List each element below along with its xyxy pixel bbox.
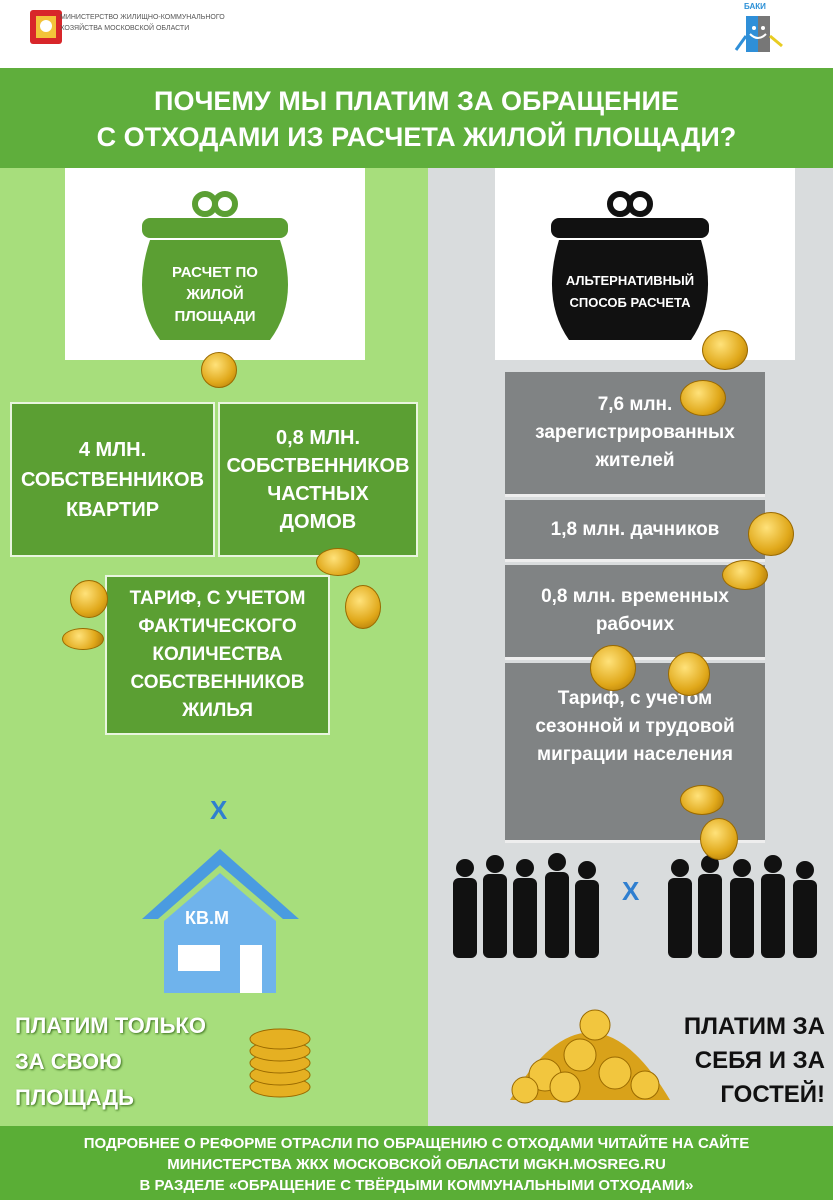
left-conclusion: ПЛАТИМ ТОЛЬКО ЗА СВОЮ ПЛОЩАДЬ	[15, 1013, 206, 1110]
header	[0, 0, 833, 68]
coin-icon	[680, 785, 724, 815]
coin-icon	[345, 585, 381, 629]
green-purse-icon	[142, 191, 288, 340]
house-label: КВ.М	[185, 908, 229, 928]
page-title: ПОЧЕМУ МЫ ПЛАТИМ ЗА ОБРАЩЕНИЕ С ОТХОДАМИ …	[0, 68, 833, 168]
left-tariff-box: ТАРИФ, С УЧЕТОМ ФАКТИЧЕСКОГО КОЛИЧЕСТВА …	[105, 575, 330, 735]
coin-icon	[316, 548, 360, 576]
right-purse-label: АЛЬТЕРНАТИВНЫЙ СПОСОБ РАСЧЕТА	[565, 273, 695, 310]
people-silhouettes-icon	[453, 853, 817, 958]
coin-icon	[62, 628, 104, 650]
coin-icon	[722, 560, 768, 590]
coin-icon	[201, 352, 237, 388]
coin-icon	[70, 580, 108, 618]
title-line-2: С ОТХОДАМИ ИЗ РАСЧЕТА ЖИЛОЙ ПЛОЩАДИ?	[96, 122, 737, 152]
right-multiply-sign: Х	[622, 876, 640, 906]
black-purse-icon	[551, 191, 709, 340]
coin-icon	[700, 818, 738, 860]
left-multiply-sign: Х	[210, 795, 228, 825]
footer-line-2: МИНИСТЕРСТВА ЖКХ МОСКОВСКОЙ ОБЛАСТИ MGKH…	[167, 1156, 666, 1173]
ministry-name: МИНИСТЕРСТВО ЖИЛИЩНО-КОММУНАЛЬНОГО ХОЗЯЙ…	[60, 14, 225, 32]
title-line-1: ПОЧЕМУ МЫ ПЛАТИМ ЗА ОБРАЩЕНИЕ	[154, 86, 679, 116]
temporary-workers-box: 0,8 млн. временных рабочих	[505, 565, 765, 660]
mascot-label: БАКИ	[744, 2, 766, 11]
coin-icon	[590, 645, 636, 691]
footer-line-1: ПОДРОБНЕЕ О РЕФОРМЕ ОТРАСЛИ ПО ОБРАЩЕНИЮ…	[83, 1135, 750, 1152]
footer-line-3: В РАЗДЕЛЕ «ОБРАЩЕНИЕ С ТВЁРДЫМИ КОММУНАЛ…	[139, 1177, 694, 1194]
coin-stack-icon	[249, 1028, 311, 1098]
summer-residents-box: 1,8 млн. дачников	[505, 500, 765, 562]
coin-icon	[668, 652, 710, 696]
trash-bin-mascot-icon	[734, 16, 783, 52]
house-owners-box: 0,8 МЛН. СОБСТВЕННИКОВ ЧАСТНЫХ ДОМОВ	[218, 402, 418, 557]
house-icon	[142, 849, 299, 993]
coin-pile-icon	[510, 1009, 670, 1104]
right-tariff-box: Тариф, с учетом сезонной и трудовой мигр…	[505, 663, 765, 843]
coat-of-arms-logo	[30, 10, 62, 44]
coin-icon	[748, 512, 794, 556]
left-purse-label: РАСЧЕТ ПО ЖИЛОЙ ПЛОЩАДИ	[172, 264, 258, 325]
residents-box: 7,6 млн. зарегистрированных жителей	[505, 372, 765, 497]
coin-icon	[702, 330, 748, 370]
footer-info: ПОДРОБНЕЕ О РЕФОРМЕ ОТРАСЛИ ПО ОБРАЩЕНИЮ…	[0, 1126, 833, 1200]
coin-icon	[680, 380, 726, 416]
right-conclusion: ПЛАТИМ ЗА СЕБЯ И ЗА ГОСТЕЙ!	[683, 1013, 825, 1108]
apartment-owners-box: 4 МЛН. СОБСТВЕННИКОВ КВАРТИР	[10, 402, 215, 557]
